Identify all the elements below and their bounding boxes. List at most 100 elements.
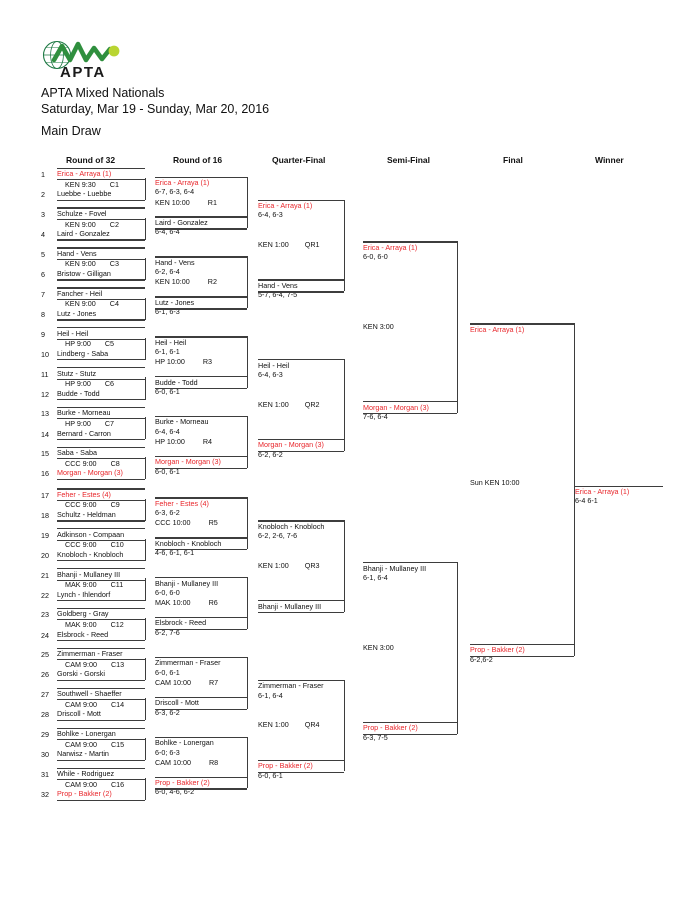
seed-number: 12 — [41, 389, 49, 399]
player-r32[interactable]: Knobloch - Knobloch — [57, 549, 124, 559]
player-r16[interactable]: Bohlke - Lonergan — [155, 738, 214, 748]
player-r32[interactable]: Schultz - Heldman — [57, 509, 116, 519]
player-r32[interactable]: Stutz - Stutz — [57, 368, 97, 378]
player-r32[interactable]: Narwisz - Martin — [57, 749, 109, 759]
score-sf: 7-6, 6-4 — [363, 411, 388, 421]
player-r16[interactable]: Driscoll - Mott — [155, 698, 199, 708]
player-r16[interactable]: Hand - Vens — [155, 257, 195, 267]
player-r32[interactable]: Budde - Todd — [57, 388, 100, 398]
player-r32[interactable]: Elsbrock - Reed — [57, 629, 109, 639]
player-r32[interactable]: Schulze - Fovel — [57, 208, 107, 218]
player-r16[interactable]: Laird - Gonzalez — [155, 217, 208, 227]
bracket-line — [363, 412, 457, 415]
seed-number: 9 — [41, 329, 45, 339]
player-r32[interactable]: Bohlke - Lonergan — [57, 729, 116, 739]
player-r32[interactable]: Lindberg - Saba — [57, 348, 109, 358]
player-final[interactable]: Erica - Arraya (1) — [470, 324, 525, 334]
player-r32[interactable]: Adkinson - Compaan — [57, 529, 125, 539]
bracket-line — [57, 520, 145, 522]
bracket-line — [258, 291, 344, 293]
player-r32[interactable]: Bernard - Carron — [57, 428, 111, 438]
player-r16[interactable]: Budde - Todd — [155, 377, 198, 387]
player-r32[interactable]: Saba - Saba — [57, 448, 97, 458]
player-qf[interactable]: Bhanji - Mullaney III — [258, 601, 322, 611]
bracket-line — [155, 216, 247, 218]
player-final[interactable]: Prop - Bakker (2) — [470, 645, 525, 655]
player-qf[interactable]: Morgan - Morgan (3) — [258, 440, 324, 450]
player-sf[interactable]: Erica - Arraya (1) — [363, 242, 418, 252]
player-r32[interactable]: Feher - Estes (4) — [57, 489, 111, 499]
bracket-line — [155, 497, 247, 499]
bracket-line — [57, 167, 145, 169]
bracket-line — [57, 488, 145, 490]
seed-number: 21 — [41, 570, 49, 580]
bracket-line — [258, 600, 344, 602]
player-r32[interactable]: Goldberg - Gray — [57, 609, 109, 619]
score-qf: 6-2, 6-2 — [258, 449, 283, 459]
player-r16[interactable]: Knobloch - Knobloch — [155, 538, 222, 548]
player-r16[interactable]: Heil - Heil — [155, 337, 187, 347]
player-qf[interactable]: Prop - Bakker (2) — [258, 761, 313, 771]
player-r16[interactable]: Feher - Estes (4) — [155, 498, 209, 508]
score-sf: 6-1, 6-4 — [363, 573, 388, 582]
score-r16: 6-2, 7-6 — [155, 627, 180, 637]
player-sf[interactable]: Prop - Bakker (2) — [363, 723, 418, 733]
player-qf[interactable]: Hand - Vens — [258, 280, 298, 290]
player-r32[interactable]: Fancher - Heil — [57, 288, 103, 298]
player-qf[interactable]: Zimmerman - Fraser — [258, 681, 324, 691]
player-r32[interactable]: Heil - Heil — [57, 328, 89, 338]
player-r32[interactable]: Gorski - Gorski — [57, 669, 105, 679]
bracket-line — [155, 387, 247, 390]
player-qf[interactable]: Heil - Heil — [258, 360, 290, 370]
player-r32[interactable]: Zimmerman - Fraser — [57, 649, 123, 659]
bracket-line — [145, 177, 147, 201]
player-r16[interactable]: Elsbrock - Reed — [155, 618, 207, 628]
player-r32[interactable]: Bhanji - Mullaney III — [57, 569, 121, 579]
player-r32[interactable]: Hand - Vens — [57, 248, 97, 258]
player-qf[interactable]: Erica - Arraya (1) — [258, 201, 313, 210]
score-sf: 6-0, 6-0 — [363, 252, 388, 262]
player-r32[interactable]: Bristow - Gilligan — [57, 268, 111, 278]
bracket-line — [258, 359, 344, 361]
bracket-line — [57, 247, 145, 249]
player-r32[interactable]: Lynch - Ihlendorf — [57, 589, 111, 599]
bracket-line — [57, 179, 145, 180]
bracket-line — [57, 438, 145, 441]
bracket-line — [155, 308, 247, 310]
draw-label: Main Draw — [41, 124, 101, 138]
player-sf[interactable]: Morgan - Morgan (3) — [363, 402, 429, 412]
player-r32[interactable]: Burke - Morneau — [57, 408, 111, 418]
player-r16[interactable]: Lutz - Jones — [155, 297, 195, 307]
player-winner[interactable]: Erica - Arraya (1) — [575, 487, 630, 497]
bracket-line — [470, 643, 574, 646]
player-r32[interactable]: Lutz - Jones — [57, 308, 97, 318]
bracket-line — [155, 415, 247, 418]
bracket-line — [363, 241, 457, 243]
player-qf[interactable]: Knobloch - Knobloch — [258, 521, 325, 531]
player-r16[interactable]: Morgan - Morgan (3) — [155, 457, 221, 467]
player-r32[interactable]: Prop - Bakker (2) — [57, 789, 112, 799]
player-r16[interactable]: Zimmerman - Fraser — [155, 658, 221, 668]
player-r32[interactable]: Southwell - Shaeffer — [57, 689, 122, 699]
player-r32[interactable]: Erica - Arraya (1) — [57, 169, 112, 178]
player-r32[interactable]: Morgan - Morgan (3) — [57, 468, 123, 478]
player-r16[interactable]: Erica - Arraya (1) — [155, 178, 210, 188]
bracket-line — [57, 647, 145, 650]
player-r16[interactable]: Prop - Bakker (2) — [155, 778, 210, 788]
player-r32[interactable]: While - Rodriguez — [57, 769, 115, 778]
seed-number: 20 — [41, 550, 49, 560]
bracket-line — [247, 256, 249, 309]
bracket-line — [247, 577, 249, 629]
player-r32[interactable]: Luebbe - Luebbe — [57, 189, 112, 199]
bracket-line — [247, 736, 249, 789]
player-r32[interactable]: Laird - Gonzalez — [57, 229, 110, 238]
bracket-line — [155, 708, 247, 711]
player-r16[interactable]: Burke - Morneau — [155, 417, 209, 427]
player-r32[interactable]: Driscoll - Mott — [57, 709, 101, 719]
player-sf[interactable]: Bhanji - Mullaney III — [363, 563, 427, 573]
player-r16[interactable]: Bhanji - Mullaney III — [155, 578, 219, 588]
match-info-sf: KEN 3:00 — [363, 321, 394, 331]
